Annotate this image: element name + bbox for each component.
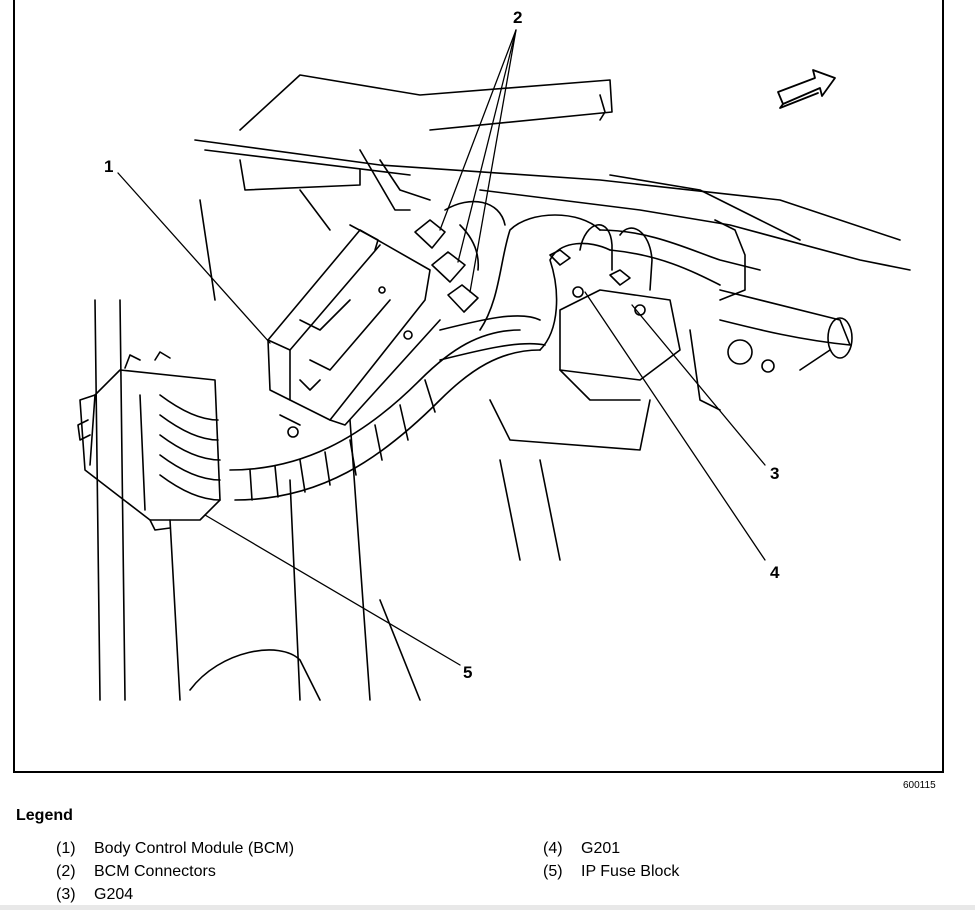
wiring-harness — [229, 214, 853, 501]
legend-label: BCM Connectors — [94, 863, 216, 880]
bottom-bar — [0, 905, 975, 910]
callout-1: 1 — [104, 157, 114, 176]
leader-lines — [117, 29, 766, 666]
legend-number: (5) — [543, 863, 563, 880]
body-panel — [94, 199, 421, 701]
legend-item: (1) Body Control Module (BCM) — [56, 840, 294, 858]
callout-3: 3 — [770, 464, 780, 483]
legend-number: (3) — [56, 886, 76, 903]
legend-item: (4) G201 — [543, 840, 620, 858]
legend-label: G204 — [94, 886, 134, 903]
legend-label: Body Control Module (BCM) — [94, 840, 295, 857]
legend-item: (5) IP Fuse Block — [543, 863, 679, 881]
legend-number: (2) — [56, 863, 76, 880]
line-drawing — [77, 29, 911, 701]
ground-studs — [549, 224, 653, 316]
legend-item: (2) BCM Connectors — [56, 863, 216, 881]
ip-fuse-block — [77, 351, 221, 531]
lower-structure — [489, 289, 831, 561]
dash-top — [194, 74, 911, 271]
diagram-frame — [13, 0, 944, 773]
bcm-module — [267, 224, 441, 438]
legend-item: (3) G204 — [56, 886, 133, 904]
callout-4: 4 — [770, 563, 780, 582]
legend-title: Legend — [16, 807, 73, 824]
callout-5: 5 — [463, 663, 473, 682]
legend-number: (4) — [543, 840, 563, 857]
legend-label: IP Fuse Block — [581, 863, 680, 880]
bcm-connectors — [414, 200, 506, 313]
legend-label: G201 — [581, 840, 621, 857]
callout-2: 2 — [513, 8, 523, 27]
forward-arrow-icon — [777, 69, 836, 109]
legend-number: (1) — [56, 840, 76, 857]
figure-id: 600115 — [903, 780, 936, 791]
